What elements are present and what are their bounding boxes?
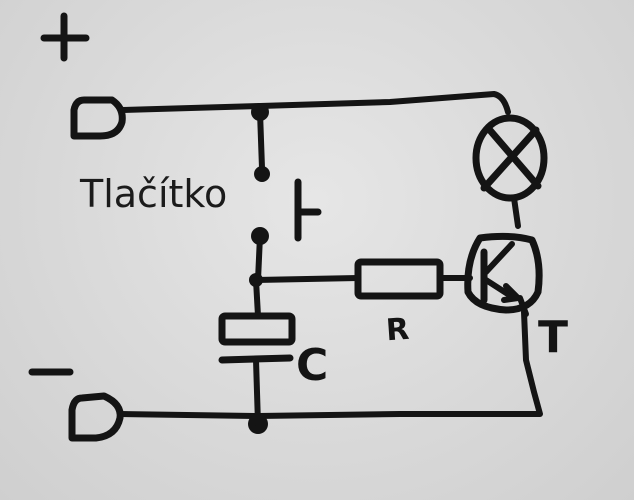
transistor-symbol [464,232,543,317]
resistor-lead-left [253,275,361,283]
lamp-symbol [472,114,548,202]
resistor-label: R [385,312,410,349]
button-upper-contact [254,166,270,182]
bottom-wire [117,309,543,419]
top-wire [119,91,511,115]
transistor-label: T [538,312,568,363]
capacitor-lower-wire [253,357,261,427]
plus-symbol [40,12,90,62]
button-lower-wire [255,233,263,283]
capacitor-plate-top [218,312,296,346]
push-button-symbol [294,178,322,242]
resistor-body [354,258,444,300]
capacitor-upper-wire [253,277,261,319]
lamp-to-transistor-wire [511,195,521,229]
capacitor-label: C [296,340,328,391]
button-label: Tlačítko [80,172,228,216]
positive-terminal [70,96,126,140]
negative-terminal [68,392,124,442]
